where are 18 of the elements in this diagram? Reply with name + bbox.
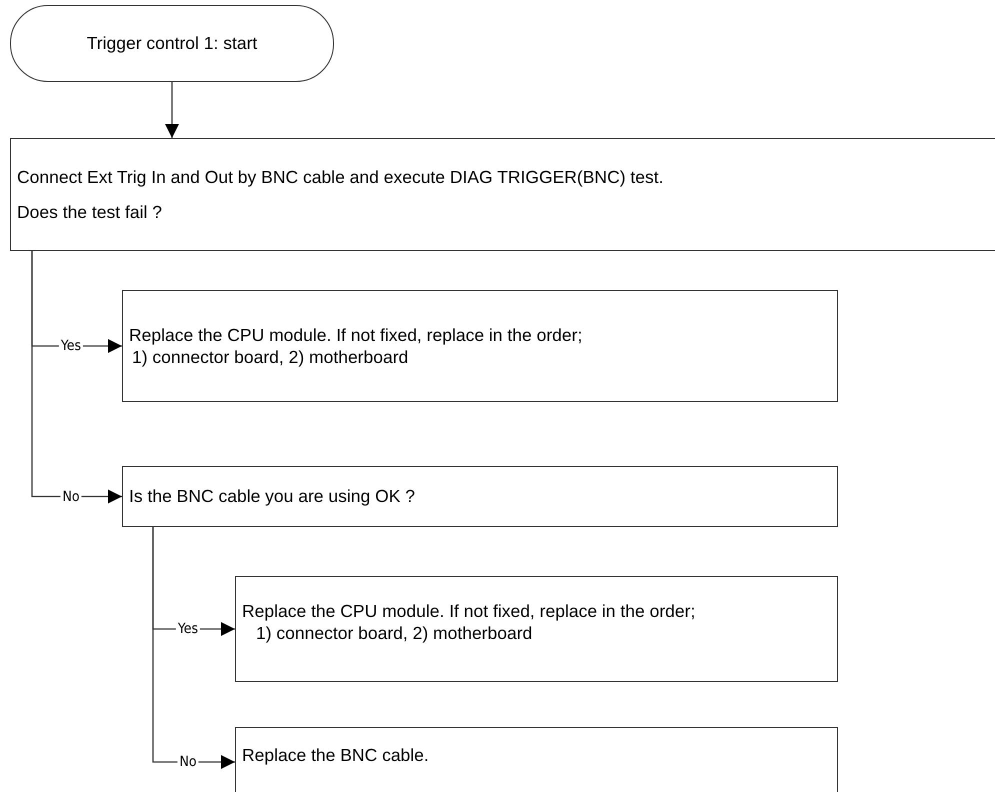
- node-text: 1) connector board, 2) motherboard: [255, 623, 532, 644]
- process-box: [122, 290, 838, 402]
- arrow: [165, 82, 179, 138]
- arrow: [31, 251, 122, 504]
- decision-box: [10, 138, 995, 251]
- node-text: 1) connector board, 2) motherboard: [131, 347, 408, 368]
- decision-box: [122, 466, 838, 527]
- node-text: Is the BNC cable you are using OK ?: [129, 486, 415, 507]
- edge-label: No: [60, 488, 82, 504]
- node-text: Replace the BNC cable.: [242, 744, 429, 766]
- process-box: [235, 727, 838, 792]
- node-text: Connect Ext Trig In and Out by BNC cable and execute DIAG TRIGGER(BNC) test.: [17, 167, 664, 188]
- arrow: [152, 527, 235, 769]
- node-text: Replace the CPU module. If not fixed, replace in the order;: [242, 600, 696, 621]
- node-text: Does the test fail ?: [17, 202, 162, 222]
- node-text: Trigger control 1: start: [86, 33, 258, 54]
- process-box: [235, 576, 838, 682]
- node-text: Replace the CPU module. If not fixed, replace in the order;: [129, 324, 582, 345]
